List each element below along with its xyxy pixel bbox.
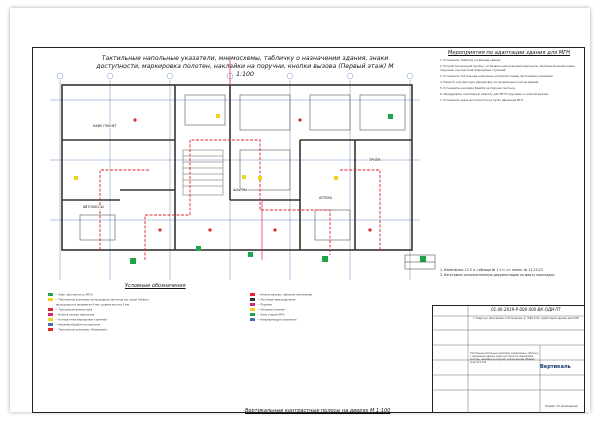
logo-text: Вертикаль [540,364,571,370]
legend-swatch [48,313,53,316]
legend-swatch [48,323,53,326]
accessibility-markers [74,114,426,264]
tactile-route-red [99,139,381,260]
notes-list: 1. Установить табличку на фасаде здания.… [440,58,578,104]
legend-swatch [250,298,255,301]
interior-partitions [79,94,406,241]
legend-title: Условные обозначения [125,283,186,289]
legend-item: — Тактильный указатель на проездной лест… [48,298,149,303]
stairs [182,149,224,196]
bottom-note-item: 2. Изготовить исполнительную документаци… [440,273,555,277]
legend-item: — Поручни [250,303,312,308]
legend-right: — Кнопка вызова, табличка тактильная — Л… [250,293,312,323]
legend-swatch [48,293,53,296]
legend-swatch [250,308,255,311]
legend-swatch [250,303,255,306]
legend-item: — Кнопка вызова персонала [48,313,149,318]
legend-item: — Опорные поручни [250,308,312,313]
room-label-cafe: КАФЕ ПЛАНЕТ [92,124,118,128]
bottom-drawing-title: Вертикальные контрастные полосы на дверя… [245,408,391,414]
building-walls [61,84,413,251]
legend-item: — Зона отдыха МГН [250,313,312,318]
note-item: 7. Установить знаки доступности на путях… [440,98,524,103]
legend-item: — Кнопка вызова, табличка тактильная [250,293,312,298]
room-label-autokassy: АВТОКАССЫ [82,205,105,209]
sheet-format: Формат А3 (альбомный) [545,405,578,408]
legend-item: — Тактильный указатель «Внимание» [48,328,149,333]
note-item: 2. Устройство входной группы: установка … [440,64,576,73]
note-item: 6. Оборудовать санитарную комнату для МГ… [440,92,549,97]
legend-swatch [48,328,53,331]
title-block [432,305,585,413]
drawing-code: 01.06-2019-Р-000-000-ВК-ОДИ-ПТ [491,307,561,312]
room-label-priem: ПРИЁМ [368,158,382,162]
legend-swatch [48,318,53,321]
legend-item: — Наклейки Брайля на поручнях [48,323,149,328]
legend-swatch [250,313,255,316]
grid-axes [50,72,420,280]
legend-item: — Контрастная маркировка ступеней [48,318,149,323]
tactile-route-magenta [229,60,263,260]
legend-left: — Знак «Доступность МГН» — Тактильный ук… [48,293,149,333]
legend-swatch [250,318,255,321]
note-item: 3. Установить тактильные напольные указа… [440,74,554,79]
legend-swatch [48,308,53,311]
company-logo: Вертикаль [540,364,571,370]
room-label-apteka: АПТЕКА [318,196,333,200]
legend-item: — Направляющие указатели [250,318,312,323]
project-subtitle: г. Твери ул. Бассейная и Огородная, д. 3… [472,317,580,320]
legend-swatch [250,293,255,296]
sheet-description: Тактильные напольные указатели, мнемосхе… [470,352,539,364]
drawing-frame [32,47,585,413]
stamp-lines [432,305,585,413]
legend-swatch [48,298,53,301]
legend-item: проезд высота предметов 4 мм, ширина выс… [48,303,149,308]
room-label-shaurma: ШАУРМА [232,188,249,192]
entrance-ramp [404,254,436,270]
legend-item: — Тактильная мнемосхема [48,308,149,313]
drawing-title: Тактильные напольные указатели, мнемосхе… [96,55,394,78]
note-item: 1. Установить табличку на фасаде здания. [440,58,502,62]
bottom-note-item: 1. Изменения: 12.3 п. таблица № 1.1 п. с… [440,268,543,272]
legend-swatch [48,303,53,306]
note-item: 4. Нанести контрастную маркировку на про… [440,80,540,85]
note-item: 5. Установить наклейки Брайля на поручни… [440,86,516,91]
bottom-notes: 1. Изменения: 12.3 п. таблица № 1.1 п. с… [440,268,578,278]
notes-title: Мероприятия по адаптации здания для МГН [447,50,571,56]
legend-item: — Знак «Доступность МГН» [48,293,149,298]
legend-item: — Лестница эвакуационная [250,298,312,303]
